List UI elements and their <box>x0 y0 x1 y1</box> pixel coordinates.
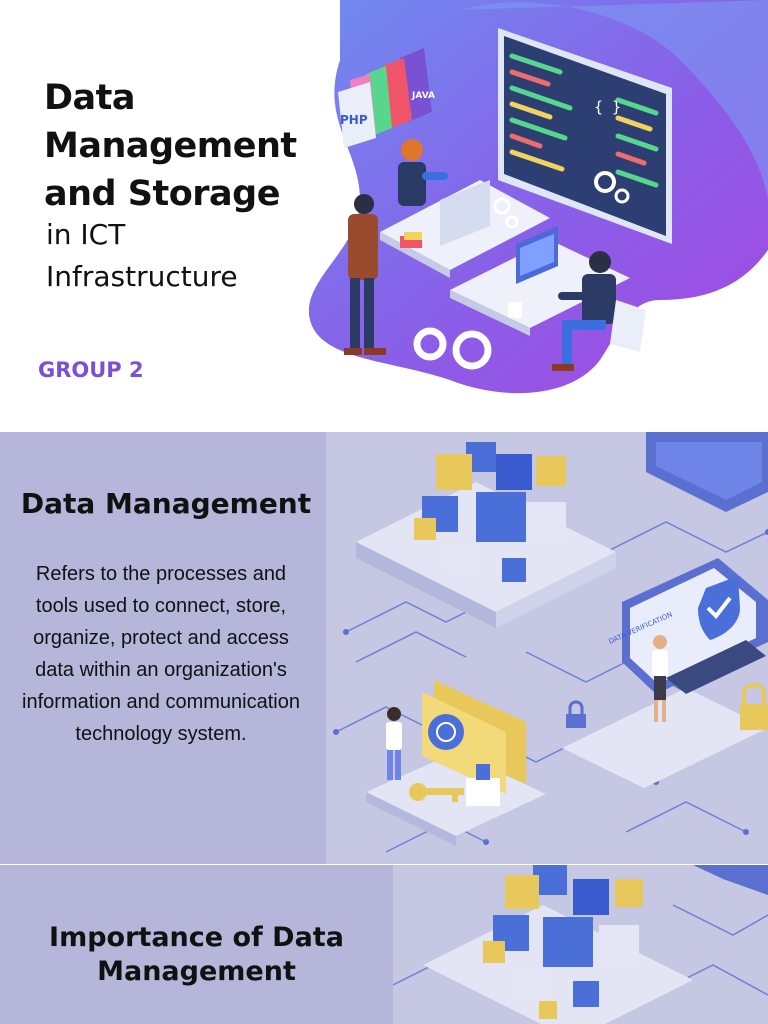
person-woman-right <box>652 635 668 722</box>
small-gear-icon <box>493 197 519 229</box>
code-monitor: { } <box>498 28 672 244</box>
office-illustration: { } PHP JAVA <box>308 0 768 394</box>
person-woman-left <box>386 707 402 780</box>
definition-paragraph: Refers to the processes and tools used t… <box>22 563 300 745</box>
subtitle-line-2: Infrastructure <box>46 260 238 293</box>
heading-line-2: Management <box>97 956 296 987</box>
padlock-icon <box>740 683 768 730</box>
data-cubes-illustration <box>393 865 768 1024</box>
cube-cluster <box>483 865 643 1019</box>
server-rack <box>646 432 768 512</box>
title-slide: Data Management and Storage in ICT Infra… <box>0 0 768 432</box>
text-panel <box>0 865 393 1024</box>
lock-glyph-icon <box>566 700 586 728</box>
title-line-1: Data <box>44 78 136 118</box>
slide-subtitle: in ICT Infrastructure <box>46 214 238 298</box>
person-at-desk <box>398 139 448 206</box>
slide-heading: Data Management <box>20 487 312 520</box>
data-platform-illustration: DATA VERIFICATION <box>333 432 768 853</box>
grid-platform <box>356 482 616 628</box>
code-braces-label: { } <box>594 98 621 116</box>
heading-line-1: Importance of Data <box>49 922 344 953</box>
key-icon <box>409 783 464 802</box>
gear-icon <box>413 327 492 370</box>
slide-title: Data Management and Storage <box>44 74 334 218</box>
data-management-slide: Data Management Refers to the processes … <box>0 432 768 865</box>
importance-slide: Importance of Data Management <box>0 865 768 1024</box>
person-standing <box>344 194 386 355</box>
language-books: PHP JAVA <box>338 48 435 148</box>
text-panel <box>0 432 326 865</box>
group-label: GROUP 2 <box>38 358 144 382</box>
title-line-2: Management <box>44 126 297 166</box>
subtitle-line-1: in ICT <box>46 218 126 251</box>
person-seated <box>552 251 646 371</box>
desk-right <box>450 240 630 328</box>
php-badge: PHP <box>340 113 368 127</box>
slide-heading: Importance of Data Management <box>0 921 393 989</box>
cube-cluster <box>414 442 566 582</box>
java-badge: JAVA <box>411 91 435 101</box>
title-line-3: and Storage <box>44 174 280 214</box>
